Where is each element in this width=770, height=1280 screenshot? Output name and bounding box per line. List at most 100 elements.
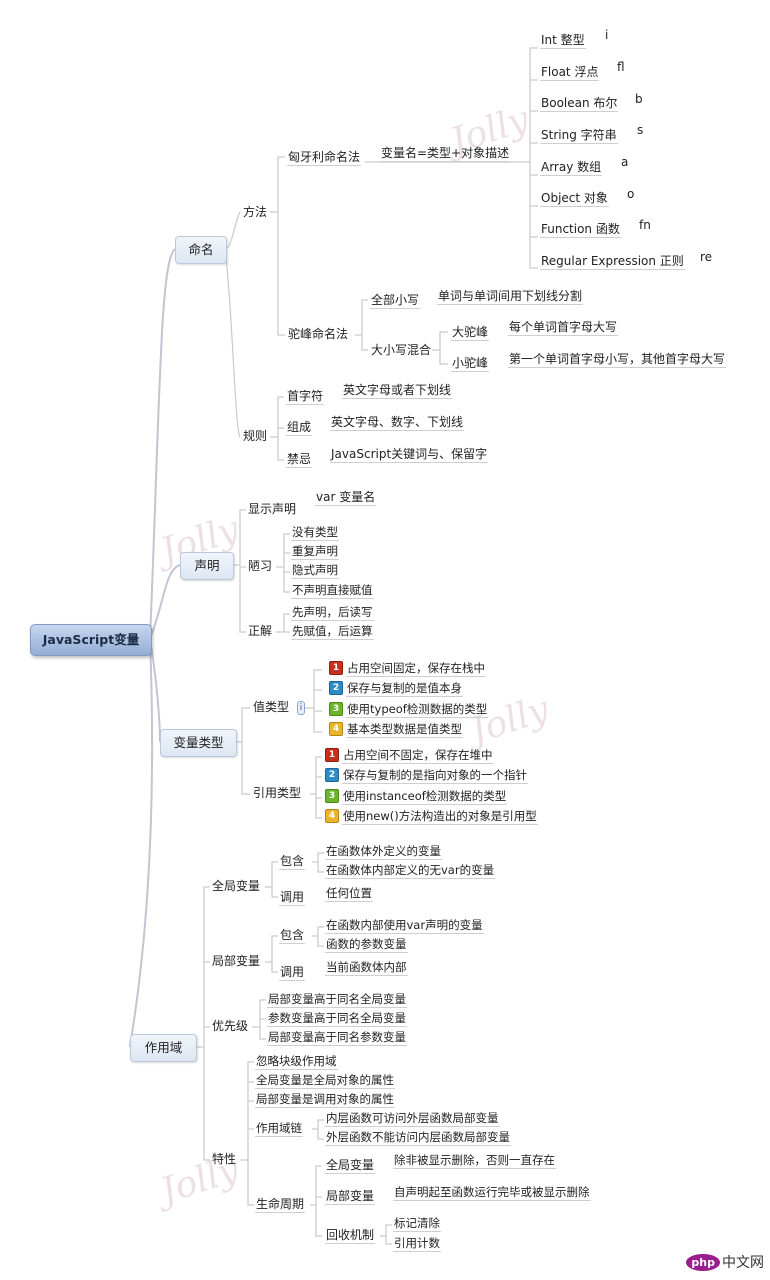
priority-1-icon: 1 bbox=[329, 661, 343, 675]
node-feature[interactable]: 特性 bbox=[212, 1152, 237, 1166]
correct-item[interactable]: 先赋值，后运算 bbox=[291, 624, 374, 640]
node-correct[interactable]: 正解 bbox=[248, 624, 273, 638]
node-bad[interactable]: 陋习 bbox=[248, 559, 273, 573]
node-all-lower-desc[interactable]: 单词与单词间用下划线分割 bbox=[437, 289, 584, 305]
local-contains-item[interactable]: 函数的参数变量 bbox=[325, 937, 408, 953]
global-call-desc[interactable]: 任何位置 bbox=[325, 886, 373, 902]
type-item[interactable]: Array 数组 bbox=[540, 160, 603, 176]
type-abbr[interactable]: i bbox=[605, 28, 609, 42]
node-lower-camel[interactable]: 小驼峰 bbox=[451, 356, 490, 372]
node-local-call[interactable]: 调用 bbox=[279, 965, 306, 981]
priority-3-icon: 3 bbox=[329, 702, 343, 716]
ref-item[interactable]: 使用new()方法构造出的对象是引用型 bbox=[342, 809, 538, 825]
node-first-char-desc[interactable]: 英文字母或者下划线 bbox=[342, 383, 453, 399]
logo-badge: php bbox=[686, 1253, 720, 1271]
logo-text: 中文网 bbox=[722, 1255, 764, 1271]
node-priority[interactable]: 优先级 bbox=[212, 1019, 249, 1033]
branch-vartype[interactable]: 变量类型 bbox=[160, 729, 237, 757]
ref-item[interactable]: 保存与复制的是指向对象的一个指针 bbox=[342, 768, 528, 784]
ref-item[interactable]: 占用空间不固定，保存在堆中 bbox=[342, 748, 494, 764]
node-local-contains[interactable]: 包含 bbox=[279, 928, 306, 944]
type-abbr[interactable]: s bbox=[637, 123, 644, 137]
node-global-var[interactable]: 全局变量 bbox=[212, 879, 261, 893]
priority-item[interactable]: 局部变量高于同名全局变量 bbox=[267, 992, 407, 1008]
node-forbid-desc[interactable]: JavaScript关键词与、保留字 bbox=[330, 447, 489, 463]
node-upper-camel[interactable]: 大驼峰 bbox=[451, 325, 490, 341]
ref-item[interactable]: 使用instanceof检测数据的类型 bbox=[342, 789, 508, 805]
bad-item[interactable]: 不声明直接赋值 bbox=[291, 583, 374, 599]
node-rules[interactable]: 规则 bbox=[243, 429, 268, 443]
node-ref-type[interactable]: 引用类型 bbox=[253, 786, 302, 800]
node-lower-camel-desc[interactable]: 第一个单词首字母小写，其他首字母大写 bbox=[508, 352, 727, 368]
value-item[interactable]: 保存与复制的是值本身 bbox=[346, 681, 463, 697]
node-hungarian-rule[interactable]: 变量名=类型+对象描述 bbox=[380, 146, 511, 162]
type-abbr[interactable]: fl bbox=[617, 60, 625, 74]
node-global-call[interactable]: 调用 bbox=[279, 890, 306, 906]
bad-item[interactable]: 没有类型 bbox=[291, 525, 339, 541]
node-lifecycle[interactable]: 生命周期 bbox=[255, 1197, 306, 1213]
node-local-var[interactable]: 局部变量 bbox=[212, 954, 261, 968]
node-first-char[interactable]: 首字符 bbox=[286, 389, 325, 405]
type-abbr[interactable]: a bbox=[621, 155, 629, 169]
gc-item[interactable]: 标记清除 bbox=[393, 1216, 441, 1232]
branch-scope[interactable]: 作用域 bbox=[130, 1034, 197, 1062]
info-icon[interactable]: i bbox=[297, 701, 305, 715]
node-gc[interactable]: 回收机制 bbox=[325, 1228, 376, 1244]
lc-local-desc[interactable]: 自声明起至函数运行完毕或被显示删除 bbox=[393, 1185, 591, 1201]
node-all-lower[interactable]: 全部小写 bbox=[370, 293, 421, 309]
node-compose-desc[interactable]: 英文字母、数字、下划线 bbox=[330, 415, 465, 431]
type-item[interactable]: Float 浮点 bbox=[540, 65, 600, 81]
global-contains-item[interactable]: 在函数体外定义的变量 bbox=[325, 844, 442, 860]
node-explicit-desc[interactable]: var 变量名 bbox=[315, 490, 377, 506]
type-item[interactable]: Object 对象 bbox=[540, 191, 609, 207]
type-abbr[interactable]: o bbox=[627, 187, 635, 201]
type-abbr[interactable]: re bbox=[700, 250, 713, 264]
node-mixed-case[interactable]: 大小写混合 bbox=[371, 343, 432, 357]
value-item[interactable]: 占用空间固定，保存在栈中 bbox=[346, 661, 486, 677]
chain-item[interactable]: 内层函数可访问外层函数局部变量 bbox=[325, 1111, 500, 1127]
node-global-contains[interactable]: 包含 bbox=[279, 854, 306, 870]
global-contains-item[interactable]: 在函数体内部定义的无var的变量 bbox=[325, 863, 496, 879]
node-value-type[interactable]: 值类型 bbox=[253, 700, 290, 714]
type-item[interactable]: Boolean 布尔 bbox=[540, 96, 619, 112]
bad-item[interactable]: 重复声明 bbox=[291, 544, 339, 560]
type-item[interactable]: Int 整型 bbox=[540, 33, 586, 49]
local-call-desc[interactable]: 当前函数体内部 bbox=[325, 960, 408, 976]
node-explicit[interactable]: 显示声明 bbox=[248, 502, 297, 516]
local-contains-item[interactable]: 在函数内部使用var声明的变量 bbox=[325, 918, 484, 934]
priority-item[interactable]: 参数变量高于同名全局变量 bbox=[267, 1011, 407, 1027]
correct-item[interactable]: 先声明，后读写 bbox=[291, 605, 374, 621]
root-node[interactable]: JavaScript变量 bbox=[30, 624, 152, 656]
feature-item[interactable]: 全局变量是全局对象的属性 bbox=[255, 1073, 395, 1089]
type-item[interactable]: String 字符串 bbox=[540, 128, 618, 144]
lc-global-desc[interactable]: 除非被显示删除，否则一直存在 bbox=[393, 1153, 556, 1169]
node-forbid[interactable]: 禁忌 bbox=[286, 452, 313, 468]
node-scope-chain[interactable]: 作用域链 bbox=[255, 1121, 303, 1137]
bad-item[interactable]: 隐式声明 bbox=[291, 563, 339, 579]
node-hungarian[interactable]: 匈牙利命名法 bbox=[287, 150, 362, 166]
priority-4-icon: 4 bbox=[329, 722, 343, 736]
node-compose[interactable]: 组成 bbox=[286, 420, 313, 436]
feature-item[interactable]: 忽略块级作用域 bbox=[255, 1054, 338, 1070]
node-upper-camel-desc[interactable]: 每个单词首字母大写 bbox=[508, 320, 619, 336]
node-method[interactable]: 方法 bbox=[243, 205, 268, 219]
value-item[interactable]: 基本类型数据是值类型 bbox=[346, 722, 463, 738]
chain-item[interactable]: 外层函数不能访问内层函数局部变量 bbox=[325, 1130, 511, 1146]
priority-4-icon: 4 bbox=[325, 809, 339, 823]
branch-declare[interactable]: 声明 bbox=[180, 552, 234, 580]
priority-2-icon: 2 bbox=[329, 681, 343, 695]
node-camel[interactable]: 驼峰命名法 bbox=[288, 327, 349, 341]
type-item[interactable]: Function 函数 bbox=[540, 222, 621, 238]
feature-item[interactable]: 局部变量是调用对象的属性 bbox=[255, 1092, 395, 1108]
node-lc-global[interactable]: 全局变量 bbox=[325, 1158, 376, 1174]
type-abbr[interactable]: b bbox=[635, 92, 643, 106]
priority-item[interactable]: 局部变量高于同名参数变量 bbox=[267, 1030, 407, 1046]
node-lc-local[interactable]: 局部变量 bbox=[325, 1189, 376, 1205]
branch-naming[interactable]: 命名 bbox=[175, 236, 227, 264]
type-item[interactable]: Regular Expression 正则 bbox=[540, 254, 685, 270]
gc-item[interactable]: 引用计数 bbox=[393, 1236, 441, 1252]
type-abbr[interactable]: fn bbox=[639, 218, 651, 232]
value-item[interactable]: 使用typeof检测数据的类型 bbox=[346, 702, 489, 718]
